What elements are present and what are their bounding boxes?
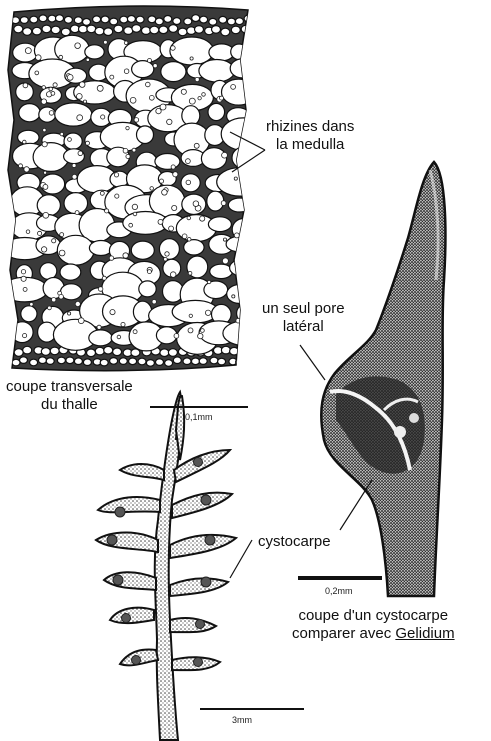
- genus-gelidium: Gelidium: [395, 625, 454, 642]
- scale-bar-section: [150, 406, 248, 408]
- scale-bar-thallus: [200, 708, 304, 710]
- leader-lines: [230, 132, 372, 578]
- scale-label-section: 0,1mm: [185, 412, 213, 422]
- label-cystocarpe: cystocarpe: [258, 533, 331, 551]
- label-cystocarp-section-line1: coupe d'un cystocarpe: [292, 607, 455, 625]
- scale-label-thallus: 3mm: [232, 715, 252, 725]
- cross-section-drawing: [2, 6, 268, 371]
- compare-prefix: comparer avec: [292, 625, 391, 642]
- scale-bar-cystocarp: [298, 576, 382, 580]
- label-rhizines-line1: rhizines dans: [266, 118, 354, 136]
- thallus-drawing: [96, 392, 236, 740]
- label-rhizines: rhizines dans la medulla: [266, 118, 354, 154]
- label-cross-section: coupe transversale du thalle: [6, 378, 133, 414]
- label-rhizines-line2: la medulla: [266, 136, 354, 154]
- cystocarp-section-drawing: [321, 162, 445, 596]
- label-cystocarp-section-line2: comparer avec Gelidium: [292, 625, 455, 643]
- label-cross-section-line2: du thalle: [6, 396, 133, 414]
- label-pore: un seul pore latéral: [262, 300, 345, 336]
- label-cross-section-line1: coupe transversale: [6, 378, 133, 396]
- scale-label-cystocarp: 0,2mm: [325, 586, 353, 596]
- label-pore-line2: latéral: [262, 318, 345, 336]
- label-cystocarp-section: coupe d'un cystocarpe comparer avec Geli…: [292, 607, 455, 643]
- label-pore-line1: un seul pore: [262, 300, 345, 318]
